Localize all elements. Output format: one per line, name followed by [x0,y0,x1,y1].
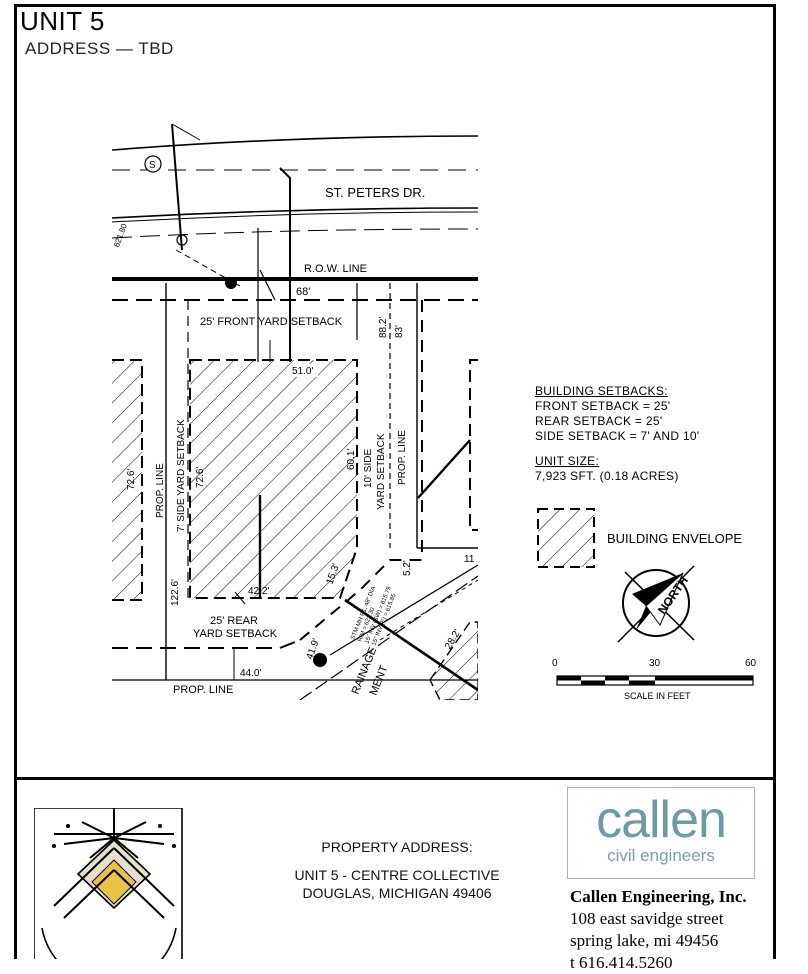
svg-text:60: 60 [745,658,757,669]
svg-text:5.2': 5.2' [402,560,413,576]
logo-wordmark: callen [596,791,727,849]
property-line-1: UNIT 5 - CENTRE COLLECTIVE [294,867,500,883]
svg-text:122.6': 122.6' [170,579,181,606]
side-setback-value: SIDE SETBACK = 7' AND 10' [535,429,700,443]
row-line-label: R.O.W. LINE [304,263,367,275]
svg-text:60.1': 60.1' [346,449,357,470]
callen-logo: callen civil engineers [567,787,755,879]
svg-text:0: 0 [552,658,558,669]
scale-bar: 0 30 60 SCALE IN FEET [552,658,757,701]
water-line [112,228,478,239]
setbacks-title: BUILDING SETBACKS: [535,384,668,398]
svg-text:42.2': 42.2' [248,586,269,597]
property-heading: PROPERTY ADDRESS: [321,839,473,855]
company-phone: t 616.414.5260 [570,953,673,972]
svg-text:11: 11 [464,554,475,565]
title-block-divider [14,777,776,780]
svg-text:88.2': 88.2' [378,317,389,338]
svg-text:SCALE IN FEET: SCALE IN FEET [624,691,691,701]
page-subtitle: ADDRESS — TBD [25,39,174,58]
setbacks-legend: BUILDING SETBACKS: FRONT SETBACK = 25' R… [535,384,699,484]
svg-text:30: 30 [649,658,661,669]
svg-text:68': 68' [296,286,310,298]
sheet-border [14,4,776,959]
property-line-2: DOUGLAS, MICHIGAN 49406 [302,885,492,901]
rear-setback-value: REAR SETBACK = 25' [535,414,663,428]
logo-tagline: civil engineers [607,846,715,865]
svg-text:25' REAR: 25' REAR [210,615,258,627]
road-edge-south [112,207,478,219]
svg-text:72.6': 72.6' [195,467,206,488]
svg-text:7' SIDE YARD SETBACK: 7' SIDE YARD SETBACK [176,419,187,532]
north-arrow-icon: NORTH [617,565,695,643]
property-address-block: PROPERTY ADDRESS: UNIT 5 - CENTRE COLLEC… [232,838,562,902]
company-city: spring lake, mi 49456 [570,931,719,950]
svg-text:PROP. LINE: PROP. LINE [155,463,166,518]
street-label: ST. PETERS DR. [325,185,425,200]
front-setback-label: 25' FRONT YARD SETBACK [200,316,343,328]
storm-manhole-icon [313,653,327,667]
unit-size-value: 7,923 SFT. (0.18 ACRES) [535,469,679,483]
unit-size-title: UNIT SIZE: [535,454,600,468]
hydrant-icon [176,234,188,246]
envelope-legend-swatch [537,508,595,568]
sanitary-manhole-icon [144,155,162,173]
company-info: Callen Engineering, Inc. 108 east savidg… [570,886,747,974]
road-edge-north [112,135,478,151]
svg-text:10' SIDE: 10' SIDE [363,449,374,488]
site-plan: S 621.80 [112,123,757,701]
svg-text:72.6': 72.6' [126,469,137,490]
svg-text:PROP. LINE: PROP. LINE [397,430,408,485]
building-envelope [189,359,358,599]
company-name: Callen Engineering, Inc. [570,887,747,906]
svg-text:YARD SETBACK: YARD SETBACK [193,628,278,640]
svg-text:621.80: 621.80 [112,222,129,249]
envelope-legend-label: BUILDING ENVELOPE [607,531,742,546]
page-title: UNIT 5 [20,6,105,36]
svg-text:S: S [149,160,156,171]
svg-text:PROP. LINE: PROP. LINE [173,684,233,696]
svg-text:44.0': 44.0' [240,668,261,679]
front-setback-value: FRONT SETBACK = 25' [535,399,671,413]
company-street: 108 east savidge street [570,909,724,928]
svg-text:83': 83' [394,325,405,338]
svg-text:51.0': 51.0' [292,366,313,377]
centre-collective-emblem [34,808,183,959]
svg-text:YARD SETBACK: YARD SETBACK [376,433,387,510]
